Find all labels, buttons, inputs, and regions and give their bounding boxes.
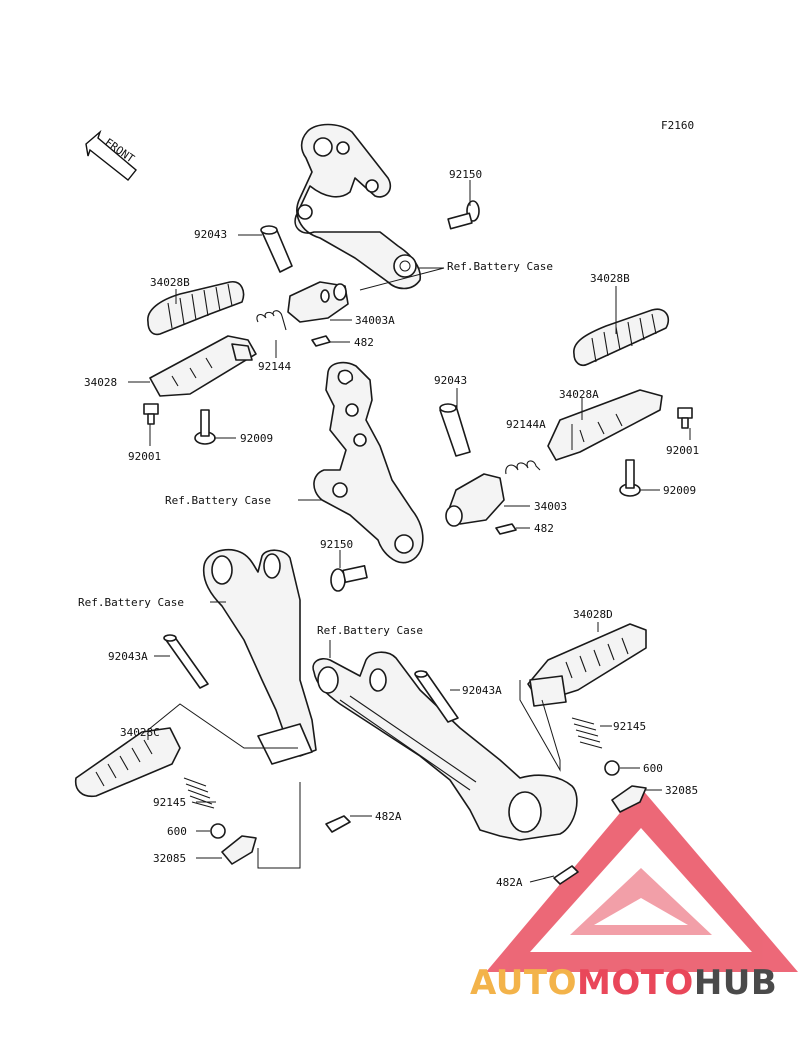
label-34028B-left: 34028B bbox=[150, 276, 190, 289]
footpeg-rubber-34028B-left-icon bbox=[147, 281, 245, 336]
bolt-92150-mid-icon bbox=[330, 565, 368, 592]
watermark-part3: HUB bbox=[694, 963, 777, 1003]
label-92001-left: 92001 bbox=[128, 450, 161, 463]
watermark: AUTOMOTOHUB bbox=[470, 963, 777, 1003]
pin-92043A-right-icon bbox=[414, 670, 459, 723]
pin-92043A-left-icon bbox=[163, 634, 209, 689]
label-32085-right: 32085 bbox=[665, 784, 698, 797]
label-34028B-right: 34028B bbox=[590, 272, 630, 285]
watermark-part2: MOTO bbox=[577, 963, 694, 1003]
label-482-mid: 482 bbox=[534, 522, 554, 535]
screw-92009-left-icon bbox=[194, 409, 216, 445]
spring-92145-right-icon bbox=[571, 717, 603, 749]
label-92009-right: 92009 bbox=[663, 484, 696, 497]
plate-32085-right-icon bbox=[611, 785, 647, 813]
label-ref-battery-low-right: Ref.Battery Case bbox=[317, 624, 423, 637]
label-34028A: 34028A bbox=[559, 388, 599, 401]
clip-482A-right-icon bbox=[553, 865, 579, 885]
label-92145-left: 92145 bbox=[153, 796, 186, 809]
label-ref-battery-low-left: Ref.Battery Case bbox=[78, 596, 184, 609]
label-92145-right: 92145 bbox=[613, 720, 646, 733]
label-92150-top: 92150 bbox=[449, 168, 482, 181]
clip-482-top-icon bbox=[311, 335, 331, 347]
label-92150-mid: 92150 bbox=[320, 538, 353, 551]
bolt-92001-left-icon bbox=[143, 403, 159, 425]
clip-482-mid-icon bbox=[495, 523, 517, 535]
pin-92043-mid-icon bbox=[439, 403, 471, 457]
rear-footpeg-bracket-middle bbox=[313, 361, 424, 564]
label-92043-mid: 92043 bbox=[434, 374, 467, 387]
label-600-left: 600 bbox=[167, 825, 187, 838]
label-92043A-left: 92043A bbox=[108, 650, 148, 663]
footpeg-rubber-34028B-right-icon bbox=[573, 308, 670, 367]
spring-92144-icon bbox=[256, 310, 287, 331]
footpeg-34028C-icon bbox=[74, 727, 181, 798]
label-482A-right: 482A bbox=[496, 876, 523, 889]
watermark-logo-icon bbox=[486, 788, 798, 972]
spring-92145-left-icon bbox=[183, 777, 215, 809]
clip-482A-left-icon bbox=[325, 815, 351, 833]
watermark-part1: AUTO bbox=[470, 963, 577, 1003]
label-92144A: 92144A bbox=[506, 418, 546, 431]
ball-600-right-icon bbox=[604, 760, 620, 776]
watermark-text: AUTOMOTOHUB bbox=[470, 963, 777, 1003]
screw-92009-right-icon bbox=[619, 459, 641, 497]
plate-32085-left-icon bbox=[221, 835, 257, 865]
holder-34003-icon bbox=[445, 473, 505, 527]
label-92043-top: 92043 bbox=[194, 228, 227, 241]
label-32085-left: 32085 bbox=[153, 852, 186, 865]
label-ref-battery-mid: Ref.Battery Case bbox=[165, 494, 271, 507]
label-482-top: 482 bbox=[354, 336, 374, 349]
label-34003A: 34003A bbox=[355, 314, 395, 327]
bolt-92150-top-icon bbox=[447, 200, 480, 230]
footpeg-34028-left-icon bbox=[149, 335, 257, 397]
bolt-92001-right-icon bbox=[677, 407, 693, 429]
front-direction-arrow-icon: FRONT bbox=[85, 129, 137, 181]
pin-92043-top-icon bbox=[260, 225, 293, 273]
spring-92144A-icon bbox=[505, 460, 541, 475]
passenger-footpeg-bracket-right bbox=[312, 651, 578, 841]
part-labels: 92150 92043 Ref.Battery Case 34028B 3400… bbox=[78, 168, 699, 889]
label-34028: 34028 bbox=[84, 376, 117, 389]
ball-600-left-icon bbox=[210, 823, 226, 839]
label-600-right: 600 bbox=[643, 762, 663, 775]
label-482A-left: 482A bbox=[375, 810, 402, 823]
figure-code: F2160 bbox=[661, 119, 694, 132]
label-34028C: 34028C bbox=[120, 726, 160, 739]
label-92001-right: 92001 bbox=[666, 444, 699, 457]
label-92009-left: 92009 bbox=[240, 432, 273, 445]
footpeg-34028D-icon bbox=[527, 623, 647, 707]
label-92144: 92144 bbox=[258, 360, 291, 373]
footpeg-34028A-icon bbox=[547, 389, 663, 461]
label-92043A-right: 92043A bbox=[462, 684, 502, 697]
label-ref-battery-top: Ref.Battery Case bbox=[447, 260, 553, 273]
label-34028D: 34028D bbox=[573, 608, 613, 621]
passenger-footpeg-bracket-left bbox=[202, 548, 317, 765]
leader-lines bbox=[128, 180, 691, 883]
holder-34003A-icon bbox=[287, 281, 349, 323]
label-34003: 34003 bbox=[534, 500, 567, 513]
rear-footpeg-bracket-upper bbox=[294, 123, 422, 290]
